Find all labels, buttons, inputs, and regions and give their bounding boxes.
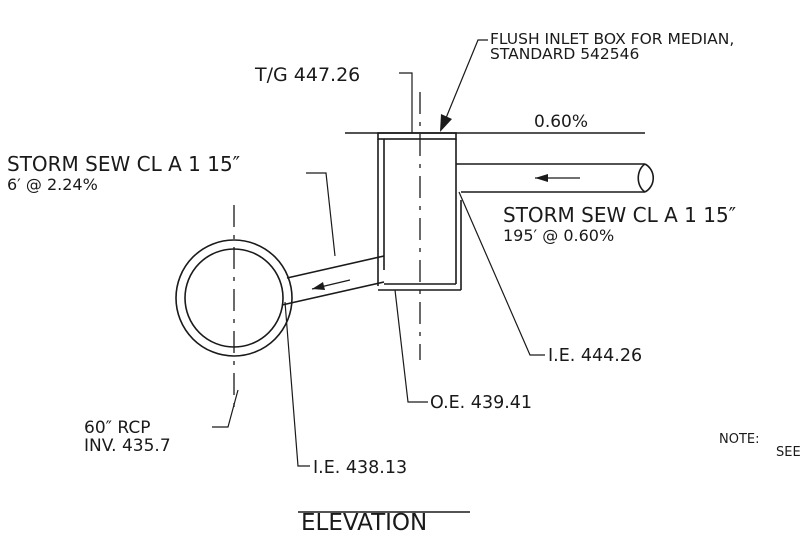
tg-leader (399, 72, 413, 133)
rcp-outer-wall (175, 239, 293, 357)
inlet-box-arrow-icon (440, 114, 452, 132)
right-sewer-label-line1: STORM SEW CL A 1 15″ (503, 203, 736, 227)
note-text: SEE (776, 445, 801, 460)
outgoing-pipe (281, 255, 385, 306)
rcp-pipe-section (175, 205, 293, 408)
grade-slope-label: 0.60% (534, 112, 588, 132)
outgoing-flow-arrow-icon (312, 282, 325, 290)
inlet-box-leader (445, 39, 488, 119)
view-title: ELEVATION (301, 510, 427, 536)
note-label: NOTE: (719, 432, 760, 447)
outlet-invert-leader (284, 301, 310, 467)
incoming-pipe (456, 163, 655, 193)
outgoing-pipe-top (286, 255, 385, 279)
outgoing-pipe-bottom (281, 281, 385, 306)
incoming-flow-arrow-icon (535, 174, 548, 182)
inlet-structure (345, 92, 645, 360)
left-sewer-label-line2: 6′ @ 2.24% (7, 175, 98, 194)
right-sewer-label-line2: 195′ @ 0.60% (503, 226, 614, 245)
labels: FLUSH INLET BOX FOR MEDIAN, STANDARD 542… (7, 30, 801, 536)
leaders (212, 39, 545, 467)
left-sewer-leader (306, 172, 336, 257)
outlet-elevation-label: O.E. 439.41 (430, 393, 532, 413)
rcp-label-line1: 60″ RCP (84, 418, 150, 438)
inlet-box-label-line2: STANDARD 542546 (490, 45, 639, 63)
rcp-label-line2: INV. 435.7 (84, 436, 171, 456)
inlet-invert-leader (458, 191, 545, 356)
top-of-grate-label: T/G 447.26 (254, 64, 360, 86)
outlet-elev-leader (394, 289, 428, 403)
outlet-invert-label: I.E. 438.13 (313, 458, 407, 478)
inlet-grate (377, 132, 457, 140)
inlet-box-label-line1: FLUSH INLET BOX FOR MEDIAN, (490, 30, 734, 48)
inlet-invert-label: I.E. 444.26 (548, 346, 642, 366)
left-sewer-label-line1: STORM SEW CL A 1 15″ (7, 152, 240, 176)
incoming-pipe-break (644, 163, 655, 193)
incoming-pipe-break-inner (637, 163, 646, 193)
rcp-leader (212, 389, 239, 428)
